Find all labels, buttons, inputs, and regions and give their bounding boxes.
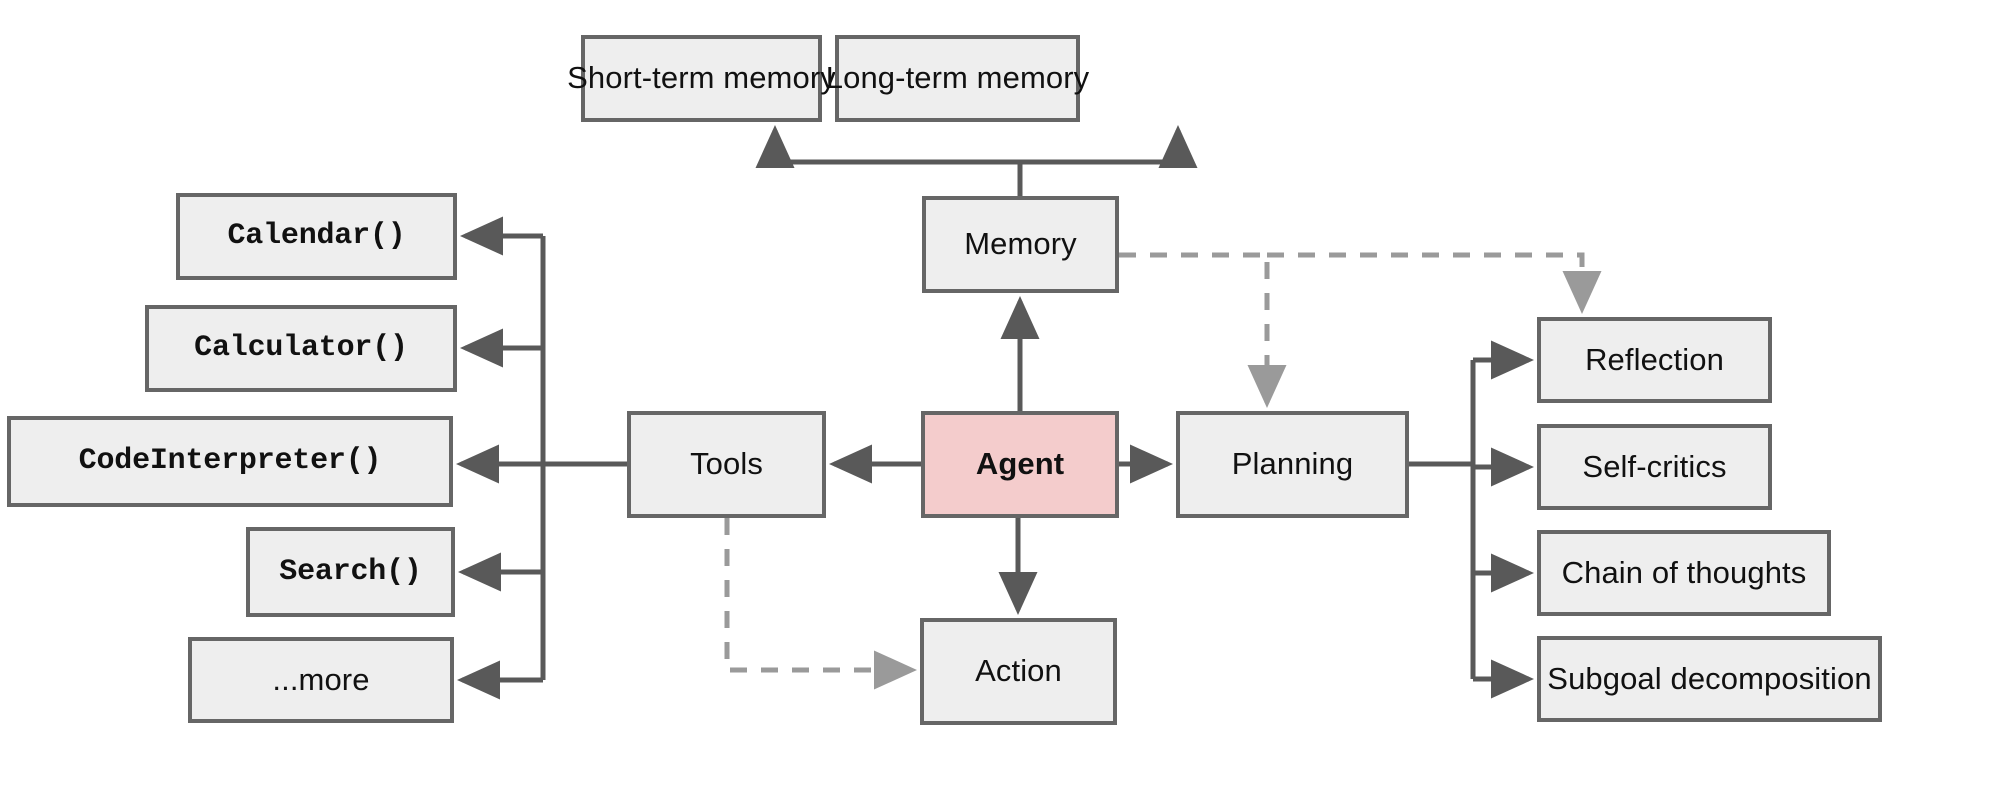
node-memory[interactable]: Memory [922, 196, 1119, 293]
node-label: Search() [279, 554, 422, 589]
node-agent[interactable]: Agent [921, 411, 1119, 518]
node-label: Tools [690, 446, 763, 482]
node-label: Action [975, 653, 1062, 689]
node-chain-of-thoughts[interactable]: Chain of thoughts [1537, 530, 1831, 616]
node-label: Calculator() [194, 331, 408, 365]
node-label: Long-term memory [825, 60, 1090, 96]
node-reflection[interactable]: Reflection [1537, 317, 1772, 403]
edge-memory-planning-dashed [1119, 252, 1287, 409]
edge-tools-action-dashed [724, 518, 918, 690]
node-code-interpreter[interactable]: CodeInterpreter() [7, 416, 453, 507]
node-long-term-memory[interactable]: Long-term memory [826, 35, 1089, 122]
node-tools[interactable]: Tools [627, 411, 826, 518]
node-search[interactable]: Search() [246, 527, 455, 617]
node-subgoal-decomposition[interactable]: Subgoal decomposition [1537, 636, 1882, 722]
node-label: Short-term memory [567, 60, 836, 96]
node-label: Subgoal decomposition [1547, 660, 1872, 696]
node-label: Memory [964, 226, 1077, 262]
node-calculator[interactable]: Calculator() [145, 305, 457, 392]
node-label: Self-critics [1582, 448, 1727, 484]
node-label: Reflection [1585, 341, 1724, 377]
node-label: Chain of thoughts [1561, 554, 1807, 590]
node-self-critics[interactable]: Self-critics [1537, 424, 1772, 510]
node-more[interactable]: ...more [188, 637, 454, 723]
node-action[interactable]: Action [920, 618, 1117, 725]
node-label: Calendar() [227, 219, 406, 253]
node-label: Agent [975, 446, 1065, 482]
node-calendar[interactable]: Calendar() [176, 193, 457, 280]
edge-memory-reflection-dashed [1267, 252, 1602, 315]
node-label: Planning [1231, 446, 1354, 482]
node-planning[interactable]: Planning [1176, 411, 1409, 518]
node-short-term-memory[interactable]: Short-term memory [567, 35, 836, 122]
node-label: CodeInterpreter() [78, 444, 382, 478]
node-label: ...more [272, 661, 370, 697]
